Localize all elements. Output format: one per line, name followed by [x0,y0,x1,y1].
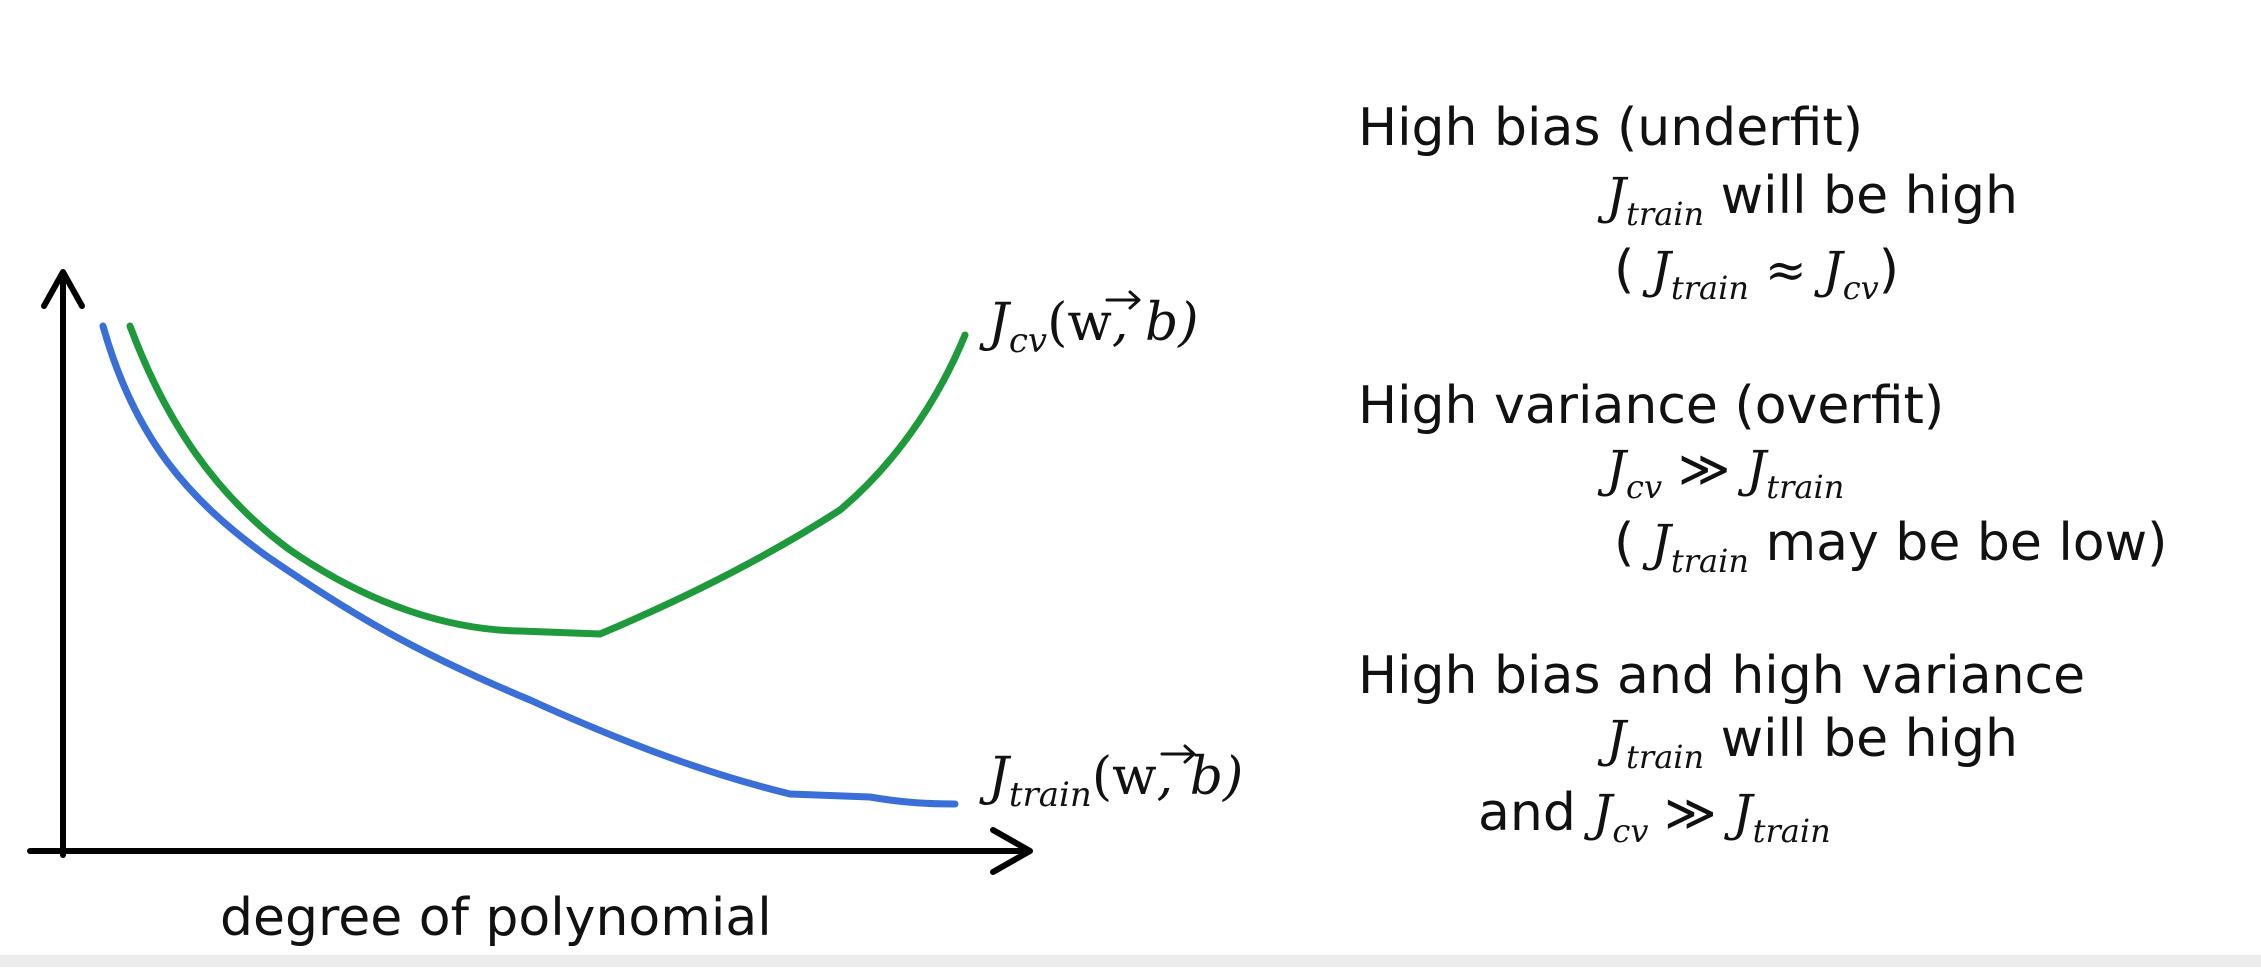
high-bias-note: High bias (underfit) Jtrain will be high… [1358,98,2018,307]
jcv-curve-label: Jcv(w, b) [979,293,1199,361]
jcv-w-arrow-icon [1105,290,1141,310]
x-axis-arrowhead [990,827,1033,875]
both-line1: Jtrain will be high [1597,709,2018,776]
high-bias-heading: High bias (underfit) [1358,98,1863,158]
jtrain-w-arrow-icon [1160,744,1196,764]
high-variance-line2: ( Jtrain may be be low) [1614,513,2167,580]
bottom-strip [0,955,2261,967]
both-heading: High bias and high variance [1358,646,2085,706]
high-bias-line1: Jtrain will be high [1597,166,2018,233]
high-variance-note: High variance (overfit) Jcv ≫ Jtrain ( J… [1358,376,2167,580]
high-bias-line2: ( Jtrain ≈ Jcv) [1614,240,1899,307]
y-axis-arrowhead [41,269,85,309]
jcv-curve [126,322,969,638]
high-bias-high-variance-note: High bias and high variance Jtrain will … [1358,646,2085,850]
x-axis-label: degree of polynomial [220,888,772,948]
jtrain-curve-label: Jtrain(w, b) [979,747,1243,815]
high-variance-heading: High variance (overfit) [1358,376,1944,436]
jtrain-curve [99,322,959,808]
axes [27,269,1033,875]
high-variance-line1: Jcv ≫ Jtrain [1597,440,1844,506]
both-line2: and Jcv ≫ Jtrain [1478,783,1831,850]
